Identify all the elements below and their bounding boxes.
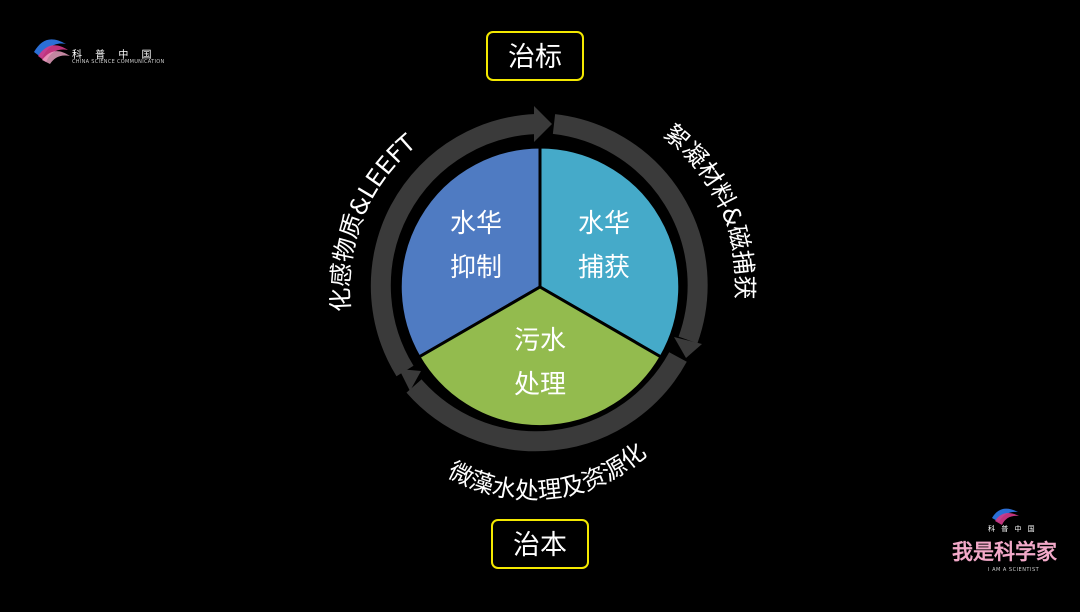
- segment-inhibit-line2: 抑制: [450, 253, 502, 283]
- ribbon-logo-icon: [34, 39, 70, 64]
- top-box-label: 治标: [508, 42, 562, 73]
- segment-inhibit-line1: 水华: [450, 209, 502, 239]
- logo-cn-text: 科 普 中 国: [72, 50, 157, 61]
- segment-capture: [538, 145, 682, 360]
- arrow-ring: [370, 106, 708, 452]
- logo-br-en: I AM A SCIENTIST: [988, 567, 1040, 573]
- logo-br-cn-small: 科 普 中 国: [988, 525, 1037, 533]
- arrowhead-right: [674, 337, 702, 358]
- ribbon-small-logo-icon: [992, 508, 1019, 525]
- arrow-ring-left: [370, 114, 537, 377]
- logo-china-science-communication: 科 普 中 国 CHINA SCIENCE COMMUNICATION: [32, 32, 182, 66]
- logo-br-brand: 我是科学家: [952, 539, 1057, 564]
- logo-en-text: CHINA SCIENCE COMMUNICATION: [72, 59, 165, 65]
- arrowhead-left: [534, 106, 552, 142]
- segment-capture-line1: 水华: [578, 209, 630, 239]
- arrow-ring-bottom: [406, 352, 687, 452]
- logo-i-am-a-scientist: 科 普 中 国 我是科学家 I AM A SCIENTIST: [944, 504, 1064, 584]
- bottom-box: 治本: [491, 519, 589, 569]
- bottom-box-label: 治本: [513, 530, 567, 561]
- segment-sewage-line2: 处理: [514, 370, 566, 400]
- segment-sewage-line1: 污水: [514, 326, 566, 356]
- segment-capture-line2: 捕获: [578, 253, 630, 283]
- segment-sewage: [416, 285, 664, 429]
- arrowhead-bottom: [399, 369, 421, 391]
- top-box: 治标: [486, 31, 584, 81]
- segment-inhibit: [398, 145, 542, 360]
- arrow-ring-right: [552, 114, 708, 344]
